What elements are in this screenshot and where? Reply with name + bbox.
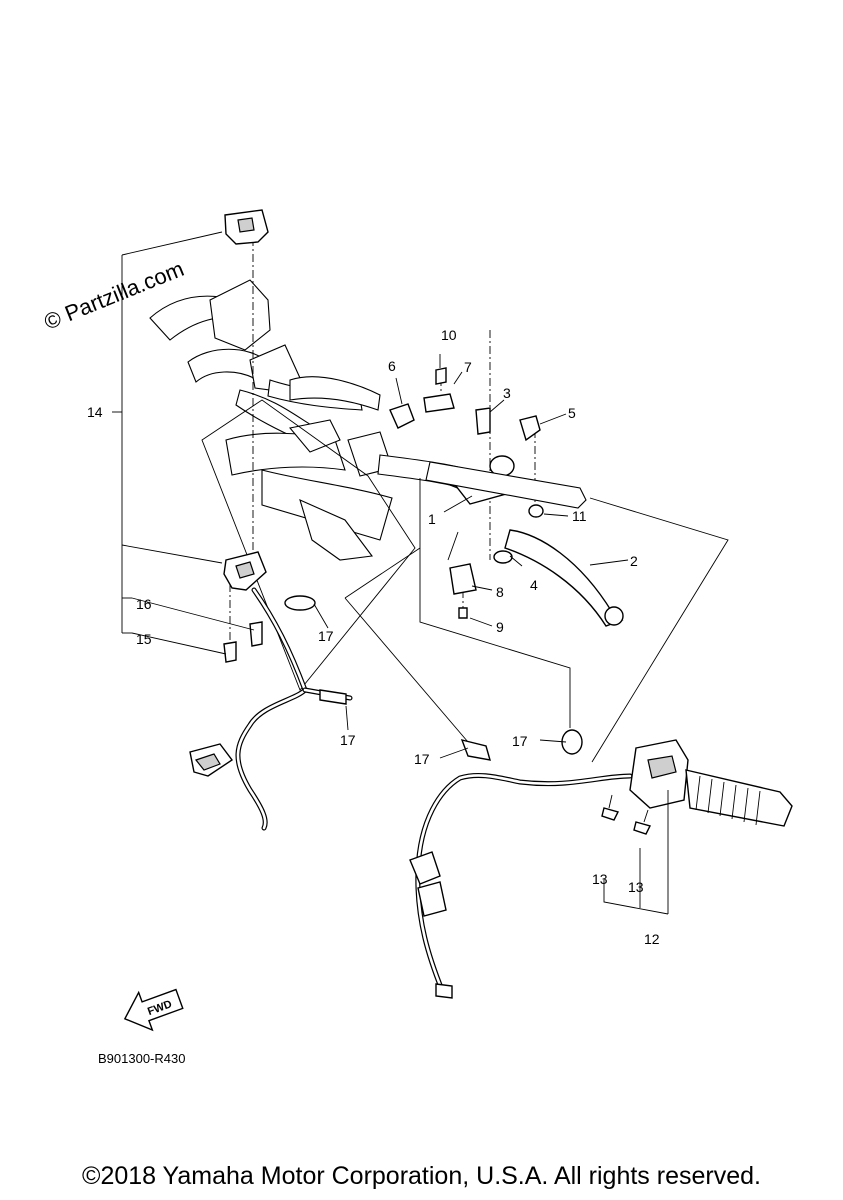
- adjuster-6: [389, 403, 415, 429]
- wire-clip-middle: [319, 689, 347, 705]
- screw-16: [249, 621, 263, 647]
- callout-9: 9: [496, 619, 504, 635]
- wire-clip-left: [284, 595, 316, 611]
- callout-17b: 17: [340, 732, 356, 748]
- callout-1: 1: [428, 511, 436, 527]
- callout-5: 5: [568, 405, 576, 421]
- callout-17c: 17: [414, 751, 430, 767]
- callout-3: 3: [503, 385, 511, 401]
- screw-10: [435, 367, 447, 385]
- assembly-bracket-14: [112, 231, 223, 634]
- callout-17a: 17: [318, 628, 334, 644]
- handlebar-reference: [149, 279, 471, 561]
- bolt-5: [519, 415, 541, 442]
- assembly-bracket-12: [603, 790, 669, 915]
- callout-15: 15: [136, 631, 152, 647]
- screw-9: [458, 607, 468, 619]
- callout-12: 12: [644, 931, 660, 947]
- fwd-arrow: FWD: [123, 988, 184, 1032]
- callout-17d: 17: [512, 733, 528, 749]
- callout-13a: 13: [592, 871, 608, 887]
- bracket-7: [423, 393, 455, 413]
- callout-7: 7: [464, 359, 472, 375]
- callout-16: 16: [136, 596, 152, 612]
- right-switch-assembly: [629, 739, 793, 827]
- switch-upper-cap: [224, 209, 269, 245]
- reference-code: B901300-R430: [98, 1051, 186, 1066]
- switch-lower-housing: [223, 551, 267, 591]
- wire-clip-center: [460, 738, 491, 761]
- clutch-lever-2: [504, 529, 624, 627]
- screw-15: [223, 641, 237, 663]
- callout-8: 8: [496, 584, 504, 600]
- callout-leaders: [131, 354, 629, 759]
- handlebar-tube: [425, 461, 587, 509]
- collar-11: [528, 504, 544, 518]
- switch-8: [449, 563, 477, 595]
- callout-4: 4: [530, 577, 538, 593]
- screw-13b: [633, 809, 652, 835]
- callout-10: 10: [441, 327, 457, 343]
- screw-13a: [601, 794, 620, 821]
- copyright-notice: ©2018 Yamaha Motor Corporation, U.S.A. A…: [82, 1162, 761, 1190]
- right-harness-wire: [409, 773, 633, 999]
- callout-14: 14: [87, 404, 103, 420]
- callout-2: 2: [630, 553, 638, 569]
- callout-labels: 1 2 3 4 5 6 7 8 9 10 11 12 13 13 14 15 1…: [87, 327, 660, 947]
- callout-11: 11: [572, 508, 587, 524]
- bolt-3: [475, 407, 491, 435]
- left-harness-wire: [189, 587, 353, 831]
- nut-4: [493, 550, 513, 564]
- callout-13b: 13: [628, 879, 644, 895]
- callout-6: 6: [388, 358, 396, 374]
- leader-outlines: [201, 399, 729, 763]
